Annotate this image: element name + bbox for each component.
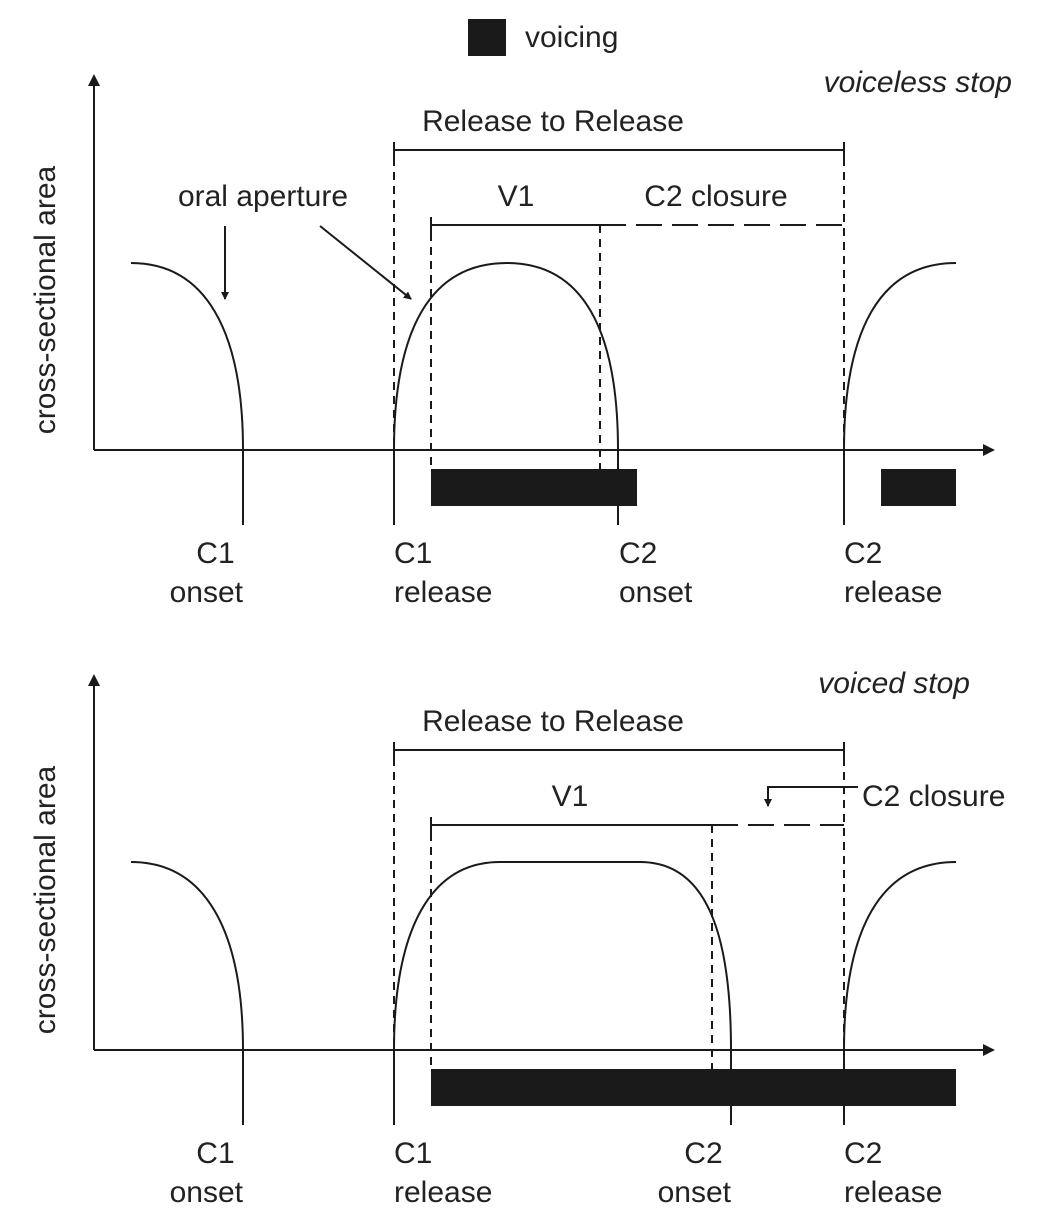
top-voicing-bar-v1 [431, 469, 637, 506]
oral-aperture-arrow-2 [319, 225, 412, 300]
top-oral-aperture-label: oral aperture [178, 180, 348, 213]
top-c2-closure-label: C2 closure [644, 180, 787, 213]
bottom-aperture-curve-v1 [393, 861, 732, 1051]
bottom-point-c1-release: C1 release [394, 1137, 492, 1209]
top-point-c1-onset: C1 onset [170, 537, 244, 609]
bottom-c2-closure-pointer [764, 786, 858, 807]
bottom-c2-closure-label: C2 closure [862, 780, 1005, 813]
top-panel-title: voiceless stop [824, 66, 1012, 99]
bottom-panel: voiced stop cross-sectional area Release… [29, 667, 1005, 1209]
top-aperture-curve-c1 [130, 262, 244, 451]
bottom-voicing-bar [431, 1069, 956, 1106]
top-point-c2-onset: C2 onset [619, 537, 693, 609]
bottom-point-c2-release: C2 release [844, 1137, 942, 1209]
bottom-panel-title: voiced stop [818, 667, 970, 700]
bottom-aperture-curve-c1 [130, 861, 244, 1051]
top-voicing-bar-after-c2 [881, 469, 956, 506]
bottom-aperture-curve-c2 [843, 861, 957, 1051]
voicing-legend-swatch [468, 19, 506, 56]
bottom-point-c2-onset: C2 onset [658, 1137, 732, 1209]
bottom-y-axis-label: cross-sectional area [29, 765, 62, 1034]
top-v1-label: V1 [498, 180, 535, 213]
top-release-to-release-label: Release to Release [422, 105, 684, 138]
voicing-legend-label: voicing [525, 21, 618, 54]
bottom-release-to-release-label: Release to Release [422, 705, 684, 738]
top-aperture-curve-v1 [393, 261, 619, 451]
top-point-c2-release: C2 release [844, 537, 942, 609]
top-point-c1-release: C1 release [394, 537, 492, 609]
bottom-point-c1-onset: C1 onset [170, 1137, 244, 1209]
top-panel: voiceless stop cross-sectional area Rele… [29, 66, 1012, 609]
top-y-axis-label: cross-sectional area [29, 165, 62, 434]
top-aperture-curve-c2 [843, 262, 957, 451]
bottom-v1-label: V1 [552, 780, 589, 813]
